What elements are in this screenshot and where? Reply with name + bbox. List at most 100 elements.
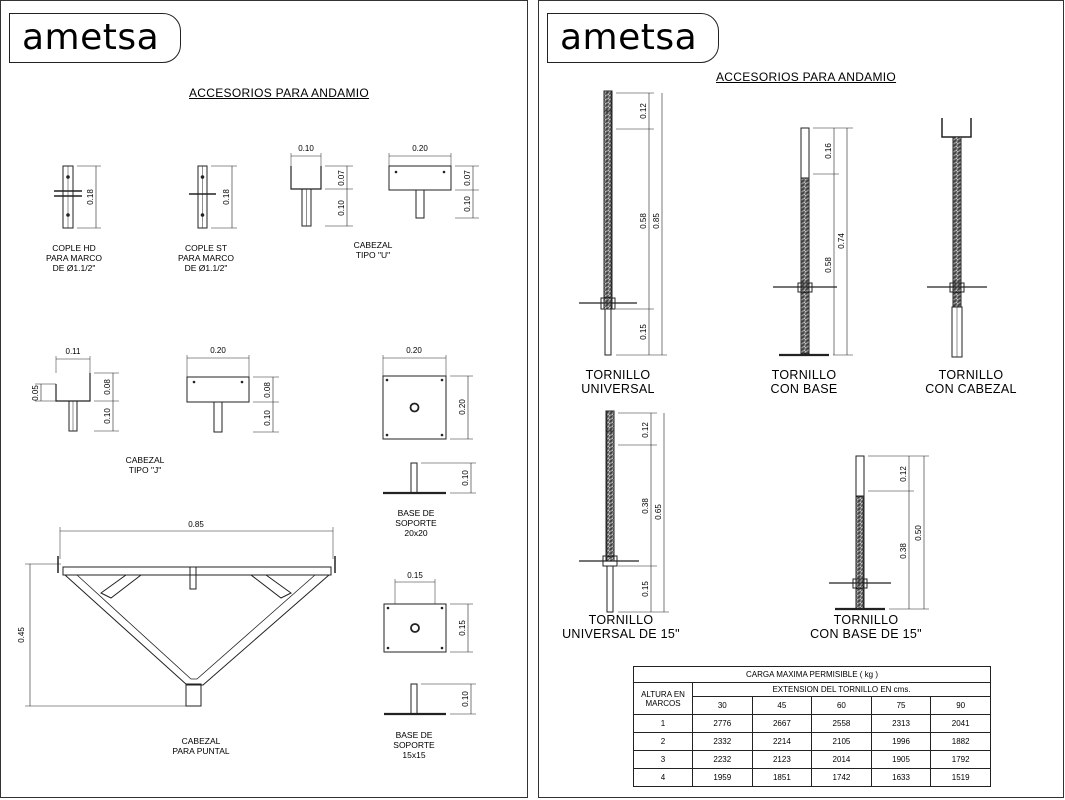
table-cell: 1742 [811, 768, 872, 787]
cople-st-drawing [189, 165, 237, 229]
table-row: 1 2776 2667 2558 2313 2041 [633, 714, 991, 733]
cabezal-u-side-drawing [388, 153, 479, 219]
cabezal-j-left-h: 0.05 [31, 385, 40, 401]
table-cell: 2313 [870, 714, 932, 733]
base-15-width: 0.15 [407, 571, 423, 580]
cabezal-puntal-width: 0.85 [188, 520, 204, 529]
load-table-col: 30 [692, 696, 753, 715]
table-cell: 1882 [930, 732, 991, 751]
table-row: 2 2332 2214 2105 1996 1882 [633, 732, 991, 751]
table-row: 3 2232 2123 2014 1905 1792 [633, 750, 991, 769]
base-15-elevation-drawing [384, 683, 476, 716]
cabezal-puntal-height: 0.45 [17, 627, 26, 643]
load-table-row-header: ALTURA EN MARCOS [633, 682, 693, 715]
left-drawing-sheet: ametsa ACCESORIOS PARA ANDAMIO 0.18 [0, 0, 528, 798]
table-cell: 1633 [870, 768, 932, 787]
table-cell: 2041 [930, 714, 991, 733]
load-table-col: 75 [870, 696, 932, 715]
base-15-plan-drawing [383, 579, 473, 653]
left-drawings: 0.18 0.18 0.10 0.07 0.10 [17, 144, 479, 716]
cabezal-j-h2: 0.10 [103, 408, 112, 424]
cabezal-j-side-h1: 0.08 [263, 382, 272, 398]
base-15-elev-height: 0.10 [461, 691, 470, 707]
cabezal-u-side-h1: 0.07 [463, 170, 472, 186]
table-cell: 2232 [692, 750, 753, 769]
load-table-col: 60 [811, 696, 872, 715]
tornillo-base-top: 0.16 [824, 143, 833, 159]
tornillo-base-15-total: 0.50 [914, 525, 923, 541]
caption-tornillo-cabezal: TORNILLO CON CABEZAL [925, 368, 1017, 396]
table-cell: 1519 [930, 768, 991, 787]
load-table-col: 90 [930, 696, 991, 715]
caption-tornillo-universal: TORNILLO UNIVERSAL [581, 368, 655, 396]
cabezal-j-front-drawing [35, 356, 119, 432]
brand-logo: ametsa [9, 13, 181, 63]
cabezal-j-h1: 0.08 [103, 379, 112, 395]
tornillo-base-15-top: 0.12 [899, 466, 908, 482]
tornillo-universal-bottom: 0.15 [639, 324, 648, 340]
tornillo-universal-15-mid: 0.38 [641, 498, 650, 514]
cople-hd-drawing [54, 165, 101, 229]
tornillo-universal-top: 0.12 [639, 103, 648, 119]
table-cell: 4 [633, 768, 693, 787]
cabezal-u-h1: 0.07 [337, 170, 346, 186]
tornillo-universal-drawing [579, 90, 667, 356]
table-cell: 1905 [870, 750, 932, 769]
cople-hd-dim: 0.18 [86, 189, 95, 205]
load-table-col-group: EXTENSION DEL TORNILLO EN cms. [692, 682, 991, 697]
sheet-title-right: ACCESORIOS PARA ANDAMIO [716, 70, 897, 84]
table-cell: 1996 [870, 732, 932, 751]
caption-base-15: BASE DE SOPORTE 15x15 [393, 730, 435, 760]
caption-cabezal-j: CABEZAL TIPO "J" [125, 455, 165, 475]
tornillo-universal-15-bottom: 0.15 [641, 581, 650, 597]
cabezal-u-side-width: 0.20 [412, 144, 428, 153]
table-row: 4 1959 1851 1742 1633 1519 [633, 768, 991, 787]
cople-st-dim: 0.18 [222, 189, 231, 205]
cabezal-j-side-drawing [186, 355, 279, 433]
cabezal-j-side-h2: 0.10 [263, 410, 272, 426]
cabezal-j-side-width: 0.20 [210, 346, 226, 355]
tornillo-universal-15-top: 0.12 [641, 422, 650, 438]
table-cell: 1959 [692, 768, 753, 787]
table-cell: 2105 [811, 732, 872, 751]
base-20-height: 0.20 [458, 399, 467, 415]
table-cell: 1851 [751, 768, 813, 787]
cabezal-u-side-h2: 0.10 [463, 196, 472, 212]
base-20-elev-height: 0.10 [461, 470, 470, 486]
tornillo-universal-15-drawing [579, 410, 669, 613]
caption-cople-st: COPLE ST PARA MARCO DE Ø1.1/2" [177, 243, 235, 273]
brand-logo-right: ametsa [547, 13, 719, 63]
sheet-title: ACCESORIOS PARA ANDAMIO [189, 86, 370, 100]
table-cell: 2667 [751, 714, 813, 733]
right-drawing-sheet: ametsa ACCESORIOS PARA ANDAMIO 0.12 0.58 [538, 0, 1064, 798]
table-cell: 2214 [751, 732, 813, 751]
cabezal-u-width: 0.10 [298, 144, 314, 153]
tornillo-base-15-drawing [829, 455, 929, 611]
table-cell: 2558 [811, 714, 872, 733]
cabezal-j-width: 0.11 [66, 347, 82, 356]
table-cell: 2014 [811, 750, 872, 769]
tornillo-cabezal-drawing [927, 118, 987, 358]
tornillo-base-total: 0.74 [837, 233, 846, 249]
right-drawings: 0.12 0.58 0.85 0.15 0.16 0.58 0.74 [579, 90, 987, 613]
caption-tornillo-base: TORNILLO CON BASE [770, 368, 838, 396]
caption-tornillo-base-15: TORNILLO CON BASE DE 15" [810, 613, 922, 641]
base-20-elevation-drawing [383, 462, 476, 495]
tornillo-base-drawing [773, 127, 853, 357]
table-cell: 1 [633, 714, 693, 733]
caption-base-20: BASE DE SOPORTE 20x20 [395, 508, 437, 538]
table-cell: 2 [633, 732, 693, 751]
caption-cople-hd: COPLE HD PARA MARCO DE Ø1.1/2" [45, 243, 103, 273]
tornillo-base-mid: 0.58 [824, 257, 833, 273]
table-cell: 2332 [692, 732, 753, 751]
caption-cabezal-u: CABEZAL TIPO "U" [353, 240, 393, 260]
table-cell: 1792 [930, 750, 991, 769]
base-15-height: 0.15 [458, 620, 467, 636]
load-table: CARGA MAXIMA PERMISIBLE ( kg ) ALTURA EN… [633, 666, 991, 787]
tornillo-universal-15-total: 0.65 [654, 504, 663, 520]
base-20-plan-drawing [382, 355, 473, 440]
table-cell: 3 [633, 750, 693, 769]
table-cell: 2123 [751, 750, 813, 769]
load-table-title: CARGA MAXIMA PERMISIBLE ( kg ) [633, 666, 991, 683]
cabezal-u-front-drawing [290, 153, 353, 227]
